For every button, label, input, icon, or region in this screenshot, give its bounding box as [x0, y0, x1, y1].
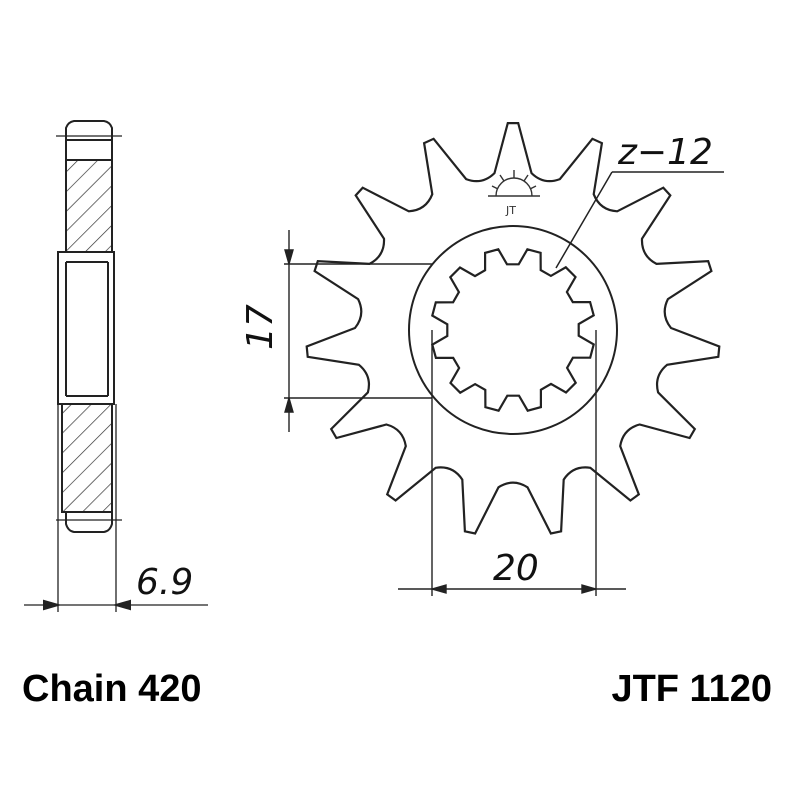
- inner-dimension: [284, 230, 432, 432]
- sprocket-outline: [305, 122, 721, 535]
- lower-section-hatch: [61, 403, 113, 513]
- part-number: JTF 1120: [611, 668, 772, 710]
- chain-label: Chain 420: [22, 668, 202, 710]
- spline-dimension: [398, 330, 626, 596]
- spline-bore-outline: [431, 248, 595, 412]
- tooth-count-leader: [555, 171, 724, 269]
- tooth-count-label: z−12: [617, 132, 713, 173]
- upper-section-hatch: [65, 159, 113, 253]
- inner-dimension-label: 17: [240, 304, 281, 350]
- front-view: [305, 122, 721, 535]
- spline-dimension-label: 20: [493, 548, 539, 589]
- logo-icon: JT: [488, 170, 540, 217]
- svg-text:JT: JT: [505, 204, 516, 217]
- side-view: [24, 120, 208, 612]
- width-dimension-label: 6.9: [136, 562, 193, 603]
- pitch-circle: [408, 225, 618, 435]
